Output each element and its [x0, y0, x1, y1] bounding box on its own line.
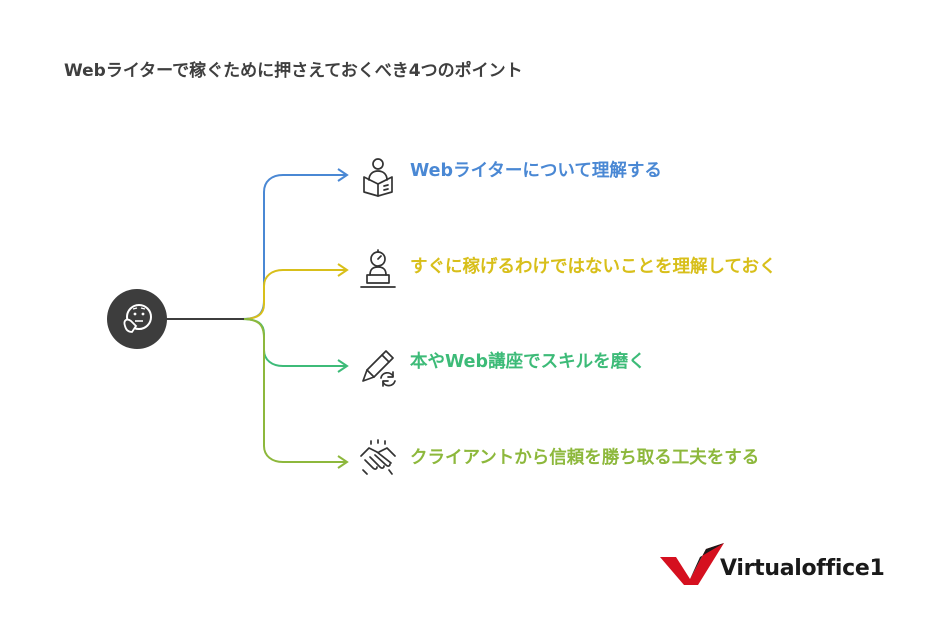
branch-connector-2: [241, 269, 346, 320]
virtualoffice-logo-mark: [660, 543, 724, 585]
reading-person-icon: [363, 158, 393, 197]
branch-label-2: すぐに稼げるわけではないことを理解しておく: [410, 257, 777, 277]
branch-connector-4: [241, 318, 346, 463]
logo-text: Virtualoffice1: [720, 556, 885, 581]
branch-label-4: クライアントから信頼を勝ち取る工夫をする: [410, 448, 760, 468]
thinking-face-icon: [107, 289, 167, 349]
pencil-refresh-icon: [362, 350, 396, 387]
arrowhead-1: [337, 168, 349, 182]
arrowhead-4: [337, 455, 349, 469]
branch-label-3: 本やWeb講座でスキルを磨く: [410, 352, 646, 372]
branch-connector-3: [241, 318, 346, 367]
arrowhead-3: [337, 359, 349, 373]
branch-label-1: Webライターについて理解する: [410, 161, 662, 181]
arrowhead-2: [337, 263, 349, 277]
page-title: Webライターで稼ぐために押さえておくべき4つのポイント: [64, 61, 523, 81]
branch-connector-1: [166, 174, 346, 320]
stopwatch-icon: [360, 249, 396, 288]
handshake-icon: [360, 439, 396, 475]
